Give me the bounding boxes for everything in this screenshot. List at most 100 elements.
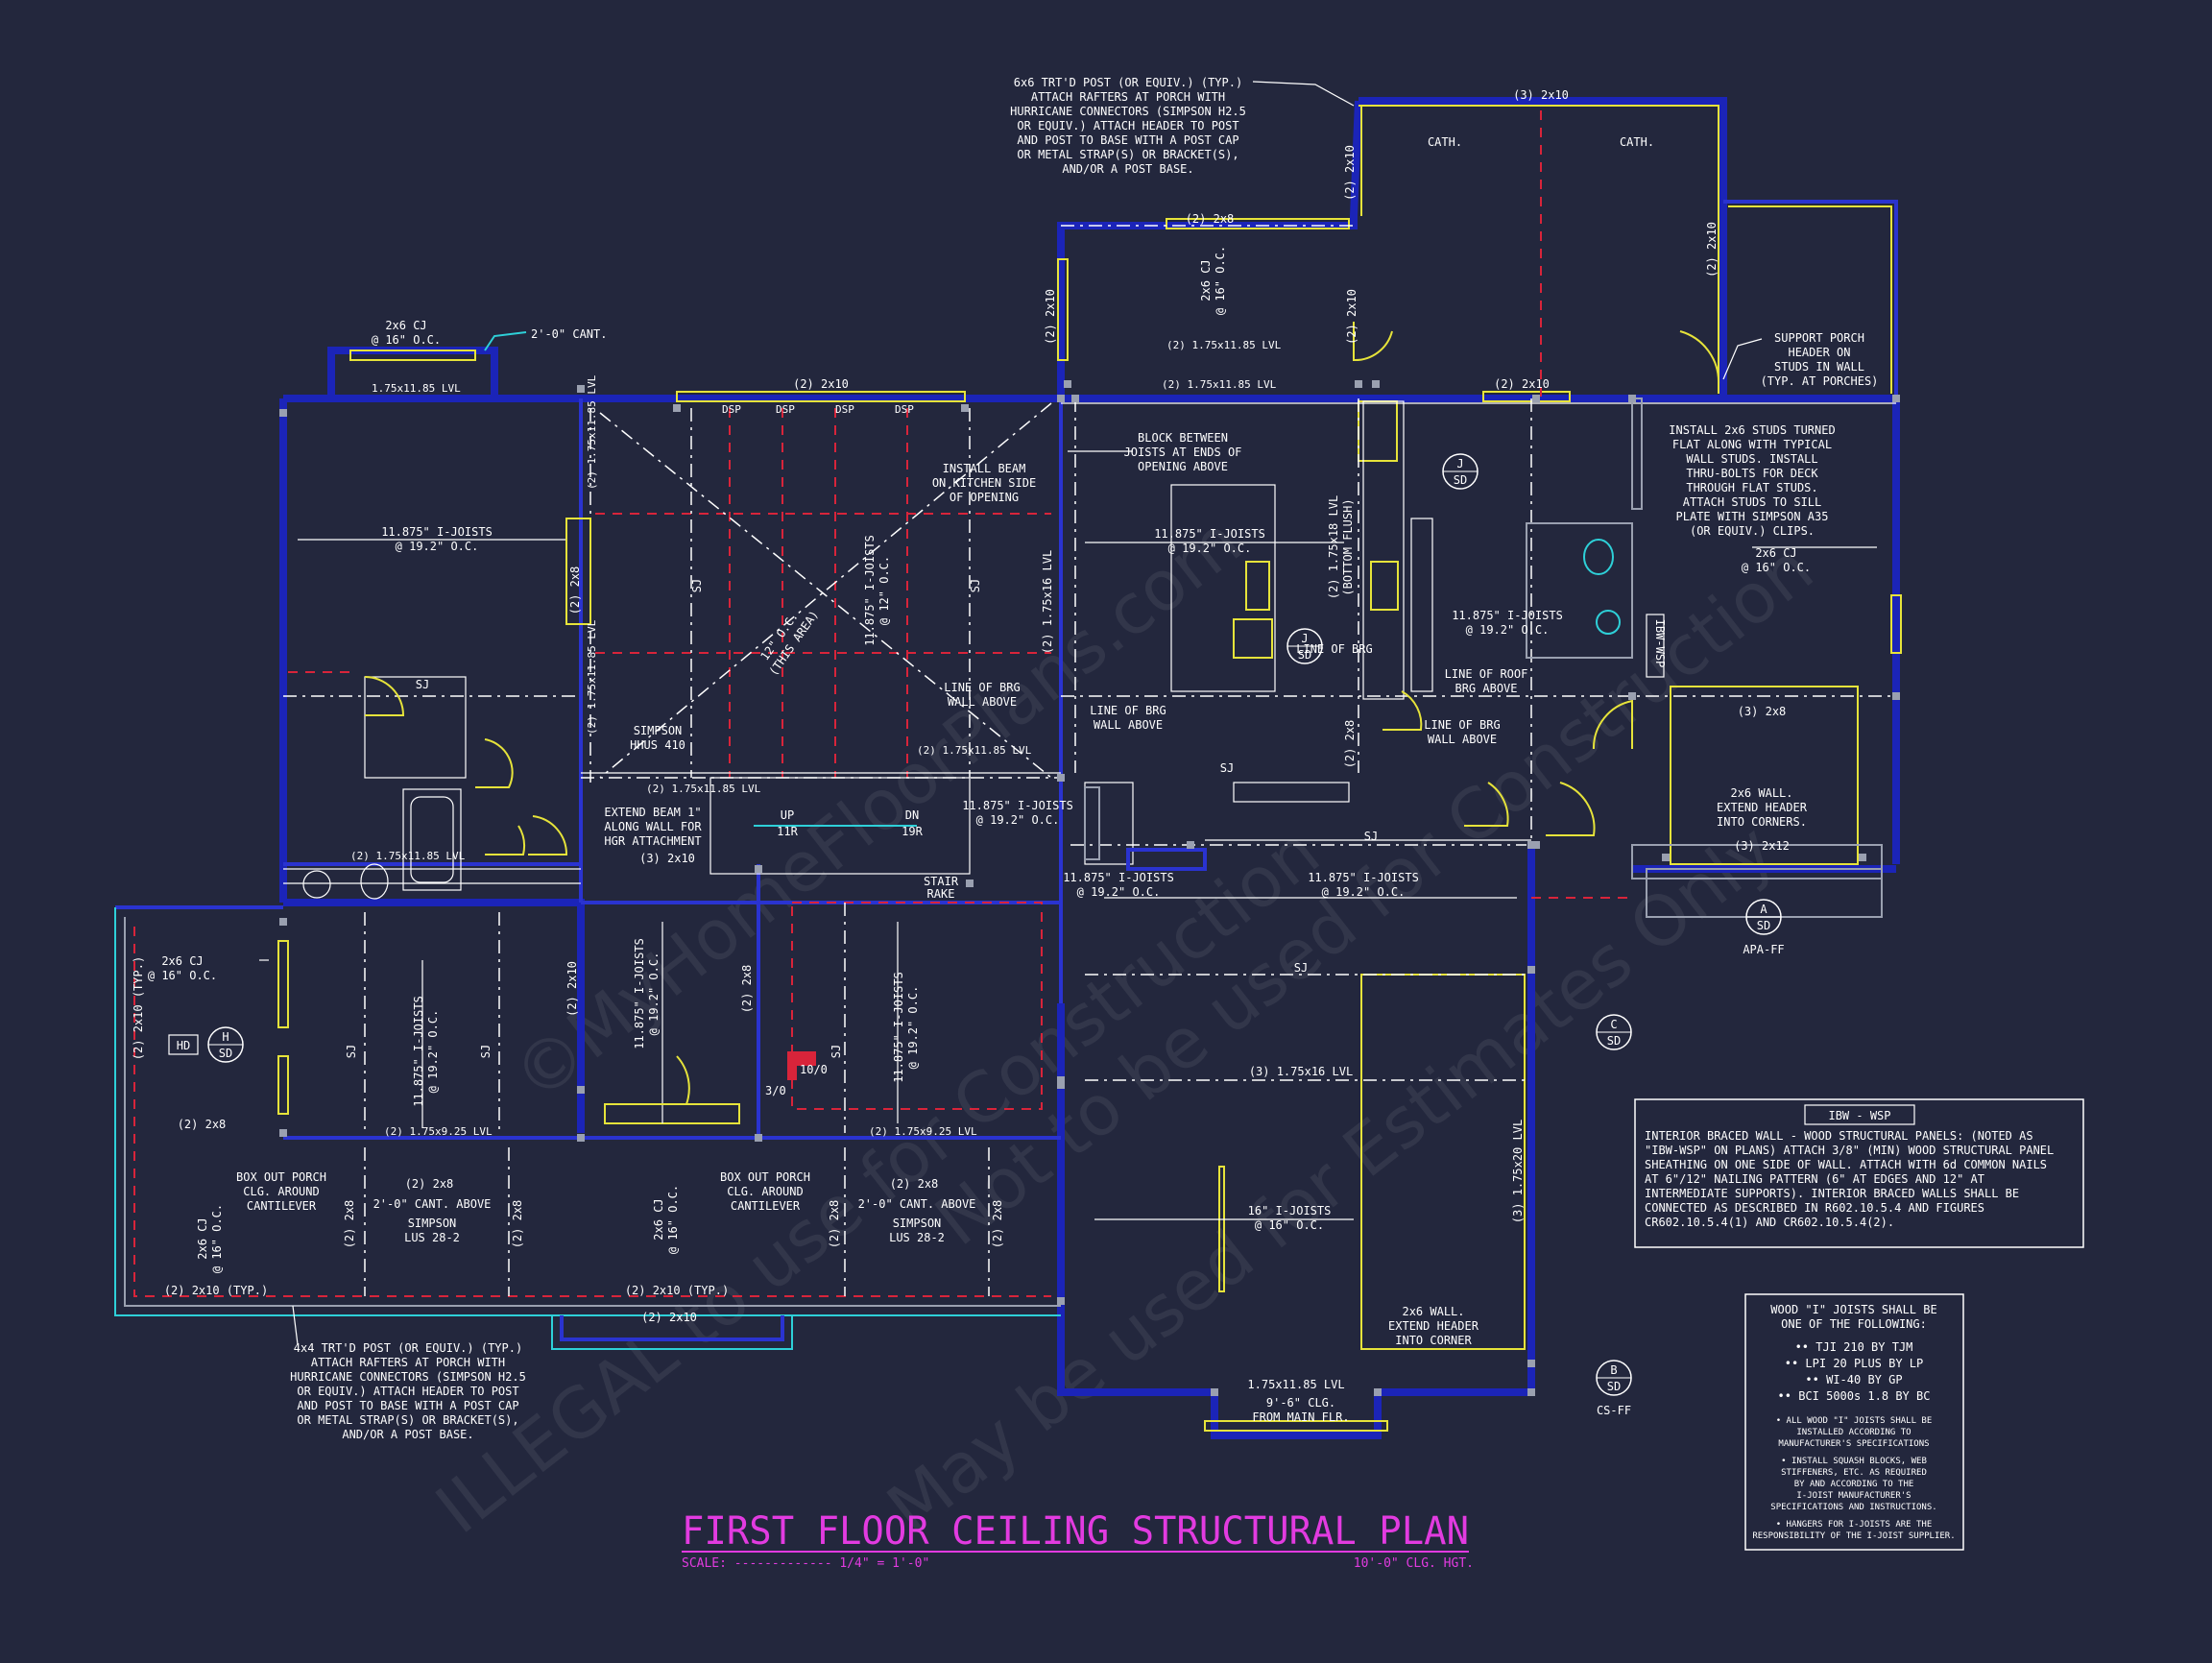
ibw-line-3: AT 6"/12" NAILING PATTERN (6" AT EDGES A… xyxy=(1645,1172,1984,1186)
label-simpson-2: HHUS 410 xyxy=(630,738,685,752)
label-cant-above-2: 2'-0" CANT. ABOVE xyxy=(858,1197,976,1211)
label-hd: HD xyxy=(177,1039,190,1052)
leader-support xyxy=(1722,338,1763,380)
label-ij-hall-r3: 11.875" I-JOISTS xyxy=(1308,871,1419,884)
post-marker xyxy=(1628,692,1636,700)
joist-option-3: •• BCI 5000s 1.8 BY BC xyxy=(1778,1389,1931,1403)
range xyxy=(1370,561,1399,611)
label-stair-rake-2: RAKE xyxy=(927,887,955,901)
post-marker xyxy=(279,918,287,926)
label-simpson-lus-2b: LUS 28-2 xyxy=(889,1231,945,1244)
joist-option-2: •• WI-40 BY GP xyxy=(1805,1373,1902,1386)
label-ij-lower: 11.875" I-JOISTS xyxy=(412,996,425,1107)
left-porch xyxy=(114,907,1061,1350)
label-line-brg-k1: LINE OF BRG xyxy=(1090,704,1166,717)
porch-outline xyxy=(114,907,1061,1316)
support-line-2: STUDS IN WALL xyxy=(1774,360,1864,374)
label-install-beam: INSTALL BEAM xyxy=(943,462,1026,475)
label-cj-right: 2x6 CJ xyxy=(1755,546,1796,560)
label-cj-box-2: @ 16" O.C. xyxy=(210,1204,224,1273)
window-left-2 xyxy=(277,1055,289,1115)
top-post-line-2: HURRICANE CONNECTORS (SIMPSON H2.5 xyxy=(1010,105,1246,118)
kitchen-island xyxy=(1170,484,1276,692)
label-2x8-v3: (2) 2x8 xyxy=(828,1200,841,1249)
joist-note-0: • ALL WOOD "I" JOISTS SHALL BE xyxy=(1776,1416,1933,1426)
post-marker xyxy=(1187,841,1194,849)
label-brg-wall-2: WALL ABOVE xyxy=(1428,733,1497,746)
label-box-out-1: BOX OUT PORCH xyxy=(236,1170,326,1184)
label-2x8-vert: (2) 2x8 xyxy=(740,965,754,1014)
window-right-1 xyxy=(1890,594,1902,654)
label-lvl-stair: (2) 1.75x11.85 LVL xyxy=(646,783,761,795)
label-cj-mid: 2x6 CJ xyxy=(652,1198,665,1240)
label-ij-hall-r4: @ 19.2" O.C. xyxy=(1322,885,1406,899)
hd-box xyxy=(168,1034,199,1055)
beam-garage-edge xyxy=(1218,1166,1225,1292)
fixtures xyxy=(302,322,1883,1105)
label-ij-stair: 11.875" I-JOISTS xyxy=(962,799,1073,812)
section-j2-letter: J xyxy=(1456,457,1463,470)
counter-left xyxy=(1362,400,1405,700)
label-sj-2: SJ xyxy=(969,579,982,592)
label-lvl-925-1: (2) 1.75x9.25 LVL xyxy=(384,1125,493,1138)
label-wall-bay-2: EXTEND HEADER xyxy=(1717,801,1808,814)
ceiling-height: 10'-0" CLG. HGT. xyxy=(1354,1556,1474,1571)
post-marker xyxy=(755,1134,762,1142)
section-mark-a: A SD APA-FF xyxy=(1743,899,1785,956)
label-ij-hall-2: @ 19.2" O.C. xyxy=(647,952,661,1036)
label-cj-right-2: @ 16" O.C. xyxy=(1742,561,1811,574)
label-clg-drop: 9'-6" CLG. xyxy=(1266,1396,1335,1410)
label-2x8-porch: (2) 2x8 xyxy=(178,1118,227,1131)
post-marker xyxy=(1372,380,1380,388)
bottom-post-line-2: HURRICANE CONNECTORS (SIMPSON H2.5 xyxy=(290,1370,526,1384)
label-sj-kitchen: SJ xyxy=(1220,761,1234,775)
label-install-beam-2: ON KITCHEN SIDE xyxy=(932,476,1036,490)
label-extend-beam-2: ALONG WALL FOR xyxy=(604,820,702,833)
counter-right xyxy=(1410,518,1433,692)
joist-heading-0: WOOD "I" JOISTS SHALL BE xyxy=(1770,1303,1936,1316)
label-2x10-topright: (2) 2x10 xyxy=(1494,377,1550,391)
label-2x8-fire: (2) 2x8 xyxy=(568,566,582,615)
ibw-line-5: CONNECTED AS DESCRIBED IN R602.10.5.4 AN… xyxy=(1645,1201,1984,1215)
leader-bottom-post xyxy=(292,1305,299,1345)
leader-cant xyxy=(484,331,527,351)
label-sj-garage: SJ xyxy=(1294,961,1308,975)
joist-note-6: I-JOIST MANUFACTURER'S xyxy=(1796,1491,1911,1501)
section-mark-j2: J SD xyxy=(1442,453,1479,490)
label-ij-stair-2: @ 19.2" O.C. xyxy=(976,813,1060,827)
joist-note-3: • INSTALL SQUASH BLOCKS, WEB xyxy=(1781,1457,1927,1466)
label-lvl-mid: (2) 1.75x11.85 LVL xyxy=(917,744,1032,757)
ibw-line-0: INTERIOR BRACED WALL - WOOD STRUCTURAL P… xyxy=(1645,1129,2033,1143)
ibw-line-6: CR602.10.5.4(1) AND CR602.10.5.4(2). xyxy=(1645,1216,1894,1229)
section-a-ref: SD xyxy=(1757,919,1770,932)
title-block: FIRST FLOOR CEILING STRUCTURAL PLAN SCAL… xyxy=(682,1509,1474,1571)
bottom-post-line-0: 4x4 TRT'D POST (OR EQUIV.) (TYP.) xyxy=(294,1341,522,1355)
bay-right-beam xyxy=(1670,686,1859,865)
label-3-2x12: (3) 2x12 xyxy=(1734,839,1790,853)
label-ij-16: 16" I-JOISTS xyxy=(1248,1204,1332,1217)
ibw-heading: IBW - WSP xyxy=(1828,1109,1890,1122)
studs-line-6: PLATE WITH SIMPSON A35 xyxy=(1676,510,1829,523)
label-ij-hall-r: 11.875" I-JOISTS xyxy=(1063,871,1174,884)
label-ij-kitchen: 11.875" I-JOISTS xyxy=(1154,527,1265,541)
door-7 xyxy=(1546,782,1596,836)
label-ij-16-2: @ 16" O.C. xyxy=(1255,1218,1324,1232)
door-1 xyxy=(364,676,405,716)
label-ij-rear: 11.875" I-JOISTS xyxy=(892,972,905,1083)
studs-line-0: INSTALL 2x6 STUDS TURNED xyxy=(1669,423,1835,437)
bottom-post-line-6: AND/OR A POST BASE. xyxy=(342,1428,473,1441)
label-lvl-bot: 1.75x11.85 LVL xyxy=(1247,1378,1344,1391)
joist-note-2: MANUFACTURER'S SPECIFICATIONS xyxy=(1778,1439,1929,1449)
wall-bottom-right xyxy=(1211,970,1535,1439)
joist-note-4: STIFFENERS, ETC. AS REQUIRED xyxy=(1781,1468,1927,1478)
bottom-post-line-4: AND POST TO BASE WITH A POST CAP xyxy=(297,1399,518,1412)
post-marker xyxy=(577,1134,585,1142)
label-2x8-kitchen: (2) 2x8 xyxy=(1343,720,1357,769)
post-marker xyxy=(673,404,681,412)
section-a-tag: APA-FF xyxy=(1743,943,1784,956)
window-left-porch xyxy=(1057,258,1069,361)
section-j1-letter: J xyxy=(1301,632,1308,645)
bench xyxy=(1233,782,1350,803)
top-post-note: 6x6 TRT'D POST (OR EQUIV.) (TYP.) ATTACH… xyxy=(1010,76,1246,176)
label-block: BLOCK BETWEEN xyxy=(1138,431,1228,445)
